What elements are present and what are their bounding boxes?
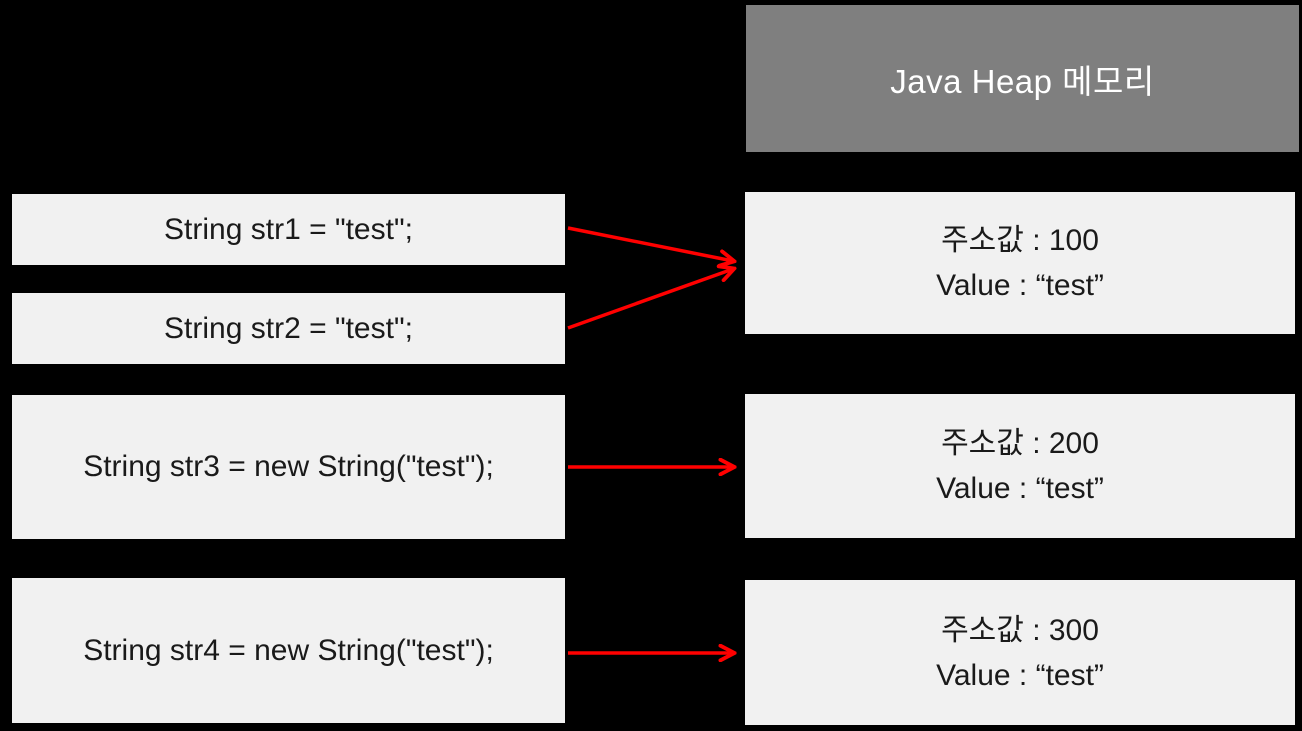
- heap-box-address-200: 주소값 : 200 Value : “test”: [745, 394, 1295, 538]
- heap-value-line: Value : “test”: [936, 269, 1104, 302]
- heap-header-title: Java Heap 메모리: [890, 62, 1155, 100]
- code-box-str1: String str1 = "test";: [12, 194, 565, 265]
- heap-header-box: Java Heap 메모리: [746, 5, 1299, 152]
- heap-box-address-300: 주소값 : 300 Value : “test”: [745, 580, 1295, 725]
- code-box-str3: String str3 = new String("test");: [12, 395, 565, 539]
- code-label-str3: String str3 = new String("test");: [83, 450, 494, 483]
- code-box-str2: String str2 = "test";: [12, 293, 565, 364]
- code-label-str2: String str2 = "test";: [164, 311, 413, 345]
- code-box-str4: String str4 = new String("test");: [12, 578, 565, 723]
- heap-address-line: 주소값 : 300: [941, 613, 1099, 647]
- code-label-str4: String str4 = new String("test");: [83, 633, 494, 667]
- arrow-str2-to-heap100: [567, 269, 733, 330]
- heap-address-line: 주소값 : 100: [941, 224, 1099, 257]
- arrow-str1-to-heap100: [567, 226, 733, 261]
- heap-address-line: 주소값 : 200: [941, 427, 1099, 460]
- heap-value-line: Value : “test”: [936, 472, 1104, 505]
- heap-value-line: Value : “test”: [936, 658, 1104, 692]
- heap-box-address-100: 주소값 : 100 Value : “test”: [745, 192, 1295, 334]
- code-label-str1: String str1 = "test";: [164, 212, 413, 246]
